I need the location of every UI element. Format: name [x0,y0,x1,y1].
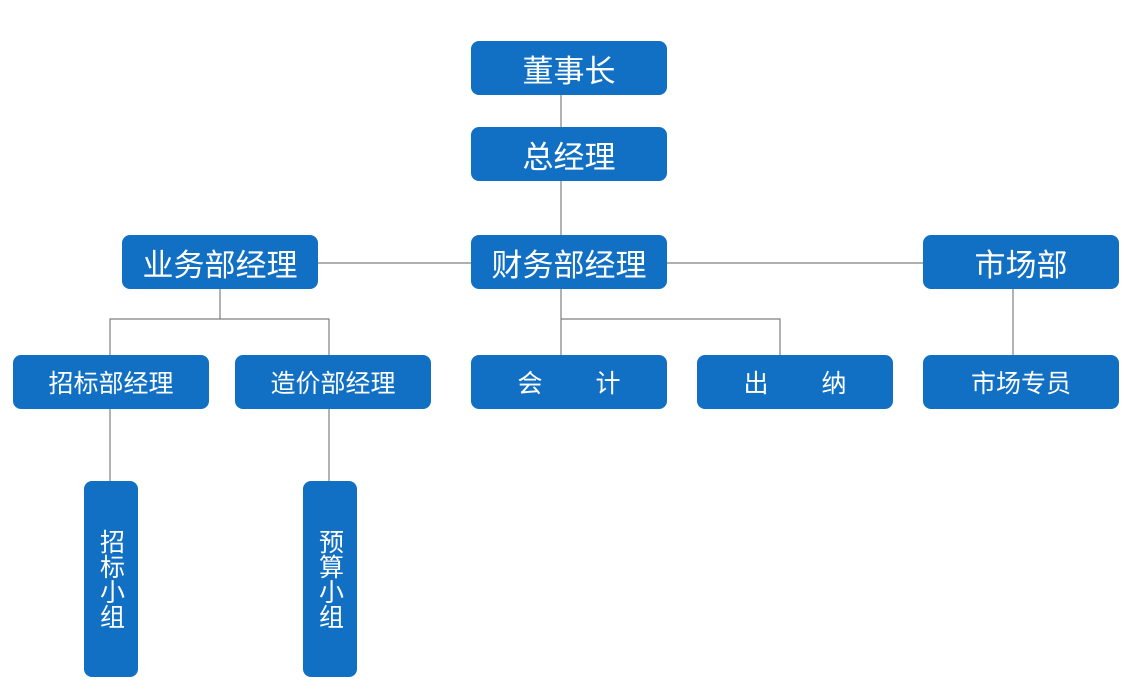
node-general-manager: 总经理 [471,127,667,181]
node-marketing-dept: 市场部 [923,235,1119,289]
node-finance-manager: 财务部经理 [471,235,667,289]
node-cashier: 出 纳 [697,355,893,409]
node-marketing-specialist: 市场专员 [923,355,1119,409]
node-costing-manager: 造价部经理 [235,355,431,409]
node-bidding-team: 招标小组 [84,481,138,677]
node-bidding-manager: 招标部经理 [13,355,209,409]
connector-business-children [109,289,221,355]
node-accountant: 会 计 [471,355,667,409]
connector-business-costing [220,318,330,355]
connector-finance-cashier [561,318,781,355]
node-chairman: 董事长 [471,41,667,95]
node-business-manager: 业务部经理 [122,235,318,289]
node-budget-team: 预算小组 [303,481,357,677]
